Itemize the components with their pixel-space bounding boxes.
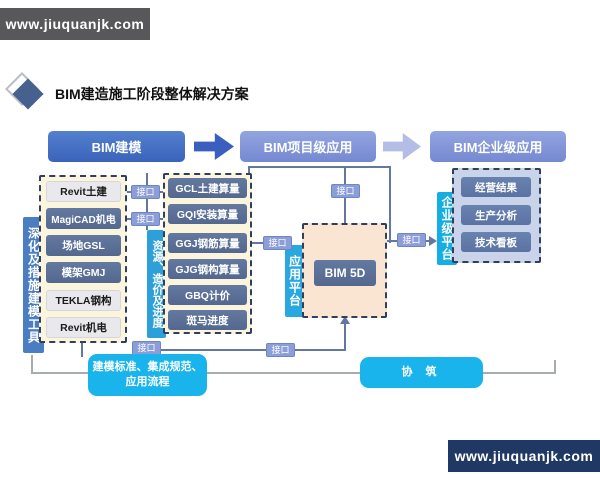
flow-arrow-2-icon	[383, 133, 421, 160]
app-business-results[interactable]: 经营结果	[461, 177, 531, 197]
tool-magicad-mep[interactable]: MagiCAD机电	[46, 208, 121, 229]
line-top-to-costbox	[248, 166, 250, 175]
sidebar-app-platform-label: 应用平台	[285, 245, 304, 317]
tool-ggj-rebar[interactable]: GGJ钢筋算量	[168, 233, 247, 253]
collaboration-box[interactable]: 协 筑	[360, 357, 483, 388]
tool-gjg-steel[interactable]: GJG钢构算量	[168, 259, 247, 279]
tool-tekla-steel[interactable]: TEKLA钢构	[46, 290, 121, 311]
interface-badge: 接口	[131, 185, 160, 199]
page-title: BIM建造施工阶段整体解决方案	[55, 86, 249, 102]
tool-zebra-schedule[interactable]: 斑马进度	[168, 310, 247, 330]
tool-formwork-gmj[interactable]: 模架GMJ	[46, 262, 121, 283]
tool-gqi-installation[interactable]: GQI安装算量	[168, 204, 247, 224]
app-production-analysis[interactable]: 生产分析	[461, 205, 531, 225]
arrowhead-enterprise-icon	[429, 236, 437, 246]
stage-enterprise-level[interactable]: BIM企业级应用	[430, 131, 566, 162]
watermark-top: www.jiuquanjk.com	[0, 8, 150, 40]
line-left-stub	[31, 355, 33, 374]
line-up-to-bim5d	[344, 323, 346, 351]
line-top-horizontal	[248, 166, 391, 168]
tool-gcl-quantity[interactable]: GCL土建算量	[168, 178, 247, 198]
flow-arrow-1-icon	[194, 133, 234, 160]
line-bottom-horizontal	[146, 349, 346, 351]
stage-project-level[interactable]: BIM项目级应用	[240, 131, 376, 162]
tool-site-gsl[interactable]: 场地GSL	[46, 235, 121, 256]
modeling-tools-panel	[39, 175, 127, 343]
standards-line1: 建模标准、集成规范、	[92, 361, 203, 374]
interface-badge: 接口	[132, 341, 161, 355]
line-drop-to-enterprise	[389, 166, 391, 243]
interface-badge: 接口	[397, 233, 426, 247]
watermark-bottom: www.jiuquanjk.com	[448, 440, 600, 472]
tool-gbq-pricing[interactable]: GBQ计价	[168, 285, 247, 305]
standards-line2: 应用流程	[125, 376, 170, 388]
sidebar-modeling-tools-label: 深化及措施建模工具	[23, 217, 44, 353]
tool-revit-mep[interactable]: Revit机电	[46, 317, 121, 338]
cost-tools-panel	[163, 173, 252, 334]
line-right-stub	[554, 360, 556, 374]
title-diamond-icon	[5, 72, 48, 114]
interface-badge: 接口	[266, 343, 295, 357]
app-technical-dashboard[interactable]: 技术看板	[461, 232, 531, 252]
tool-revit-structure[interactable]: Revit土建	[46, 181, 121, 202]
bim5d-button[interactable]: BIM 5D	[314, 260, 376, 286]
interface-badge: 接口	[331, 184, 360, 198]
interface-badge: 接口	[263, 236, 292, 250]
interface-badge: 接口	[131, 212, 160, 226]
line-bottom-long	[32, 372, 556, 374]
stage-bim-modeling[interactable]: BIM建模	[48, 131, 185, 162]
line-tools-to-standards	[81, 343, 83, 357]
standards-box[interactable]: 建模标准、集成规范、 应用流程	[88, 354, 207, 396]
line-cost-bar-vertical	[146, 173, 148, 230]
arrowhead-bim5d-icon	[340, 316, 350, 324]
sidebar-cost-progress-label: 资源、造价及进度	[147, 230, 166, 338]
